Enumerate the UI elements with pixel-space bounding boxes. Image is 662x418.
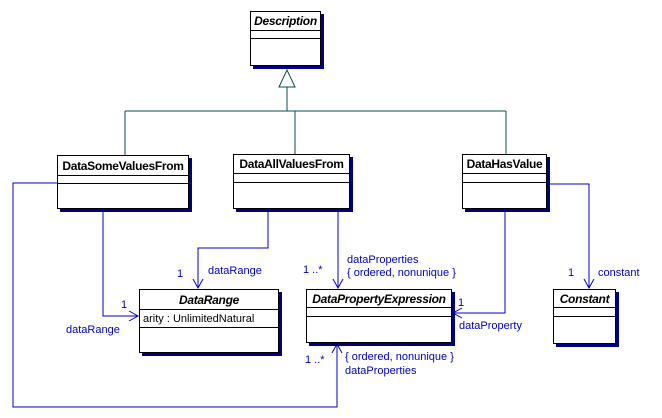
operations-compartment: [58, 184, 188, 208]
class-name: DataRange: [140, 290, 278, 310]
operations-compartment: [140, 328, 278, 352]
open-arrowhead-icon: [451, 307, 463, 319]
multiplicity-label: 1: [458, 297, 465, 309]
open-arrowhead-icon: [332, 278, 344, 290]
class-description: Description: [250, 11, 321, 66]
multiplicity-label: 1 ..*: [305, 354, 325, 366]
class-dataRange: DataRange arity : UnlimitedNatural: [139, 289, 279, 353]
class-dataSomeValuesFrom: DataSomeValuesFrom: [57, 155, 189, 209]
operations-compartment: [251, 39, 320, 65]
multiplicity-label: 1: [568, 267, 575, 279]
role-label: dataProperties: [345, 365, 417, 377]
association-dataHasValue-dataPropertyExpression: [451, 209, 506, 319]
open-arrowhead-icon: [583, 278, 595, 290]
constraint-label: { ordered, nonunique }: [347, 267, 456, 279]
class-name: Constant: [554, 290, 615, 308]
class-constant: Constant: [553, 289, 616, 344]
class-name: DataPropertyExpression: [307, 290, 451, 308]
association-dataSomeValuesFrom-dataPropertyExpression: [12, 182, 343, 408]
operations-compartment: [554, 317, 615, 343]
multiplicity-label: 1: [177, 268, 184, 280]
association-dataAllValuesFrom-dataRange: [192, 209, 269, 290]
attributes-compartment: [234, 174, 349, 183]
operations-compartment: [307, 317, 451, 342]
class-name: Description: [251, 12, 320, 31]
association-dataSomeValuesFrom-dataRange: [102, 209, 140, 322]
role-label: dataRange: [208, 265, 262, 277]
role-label: constant: [598, 267, 640, 279]
open-arrowhead-icon: [192, 278, 204, 290]
role-label: dataProperty: [459, 320, 522, 332]
class-dataPropertyExpression: DataPropertyExpression: [306, 289, 452, 343]
attributes-compartment: [554, 308, 615, 317]
attributes-compartment: [251, 31, 320, 39]
constraint-label: { ordered, nonunique }: [345, 351, 454, 363]
multiplicity-label: 1: [121, 299, 128, 311]
attributes-compartment: [307, 308, 451, 317]
generalization-triangle-icon: [278, 68, 296, 88]
class-name: DataSomeValuesFrom: [58, 156, 188, 176]
multiplicity-label: 1 ..*: [303, 264, 323, 276]
class-name: DataAllValuesFrom: [234, 155, 349, 174]
open-arrowhead-icon: [128, 310, 140, 322]
role-label: dataRange: [66, 324, 120, 336]
attributes-compartment: arity : UnlimitedNatural: [140, 310, 278, 328]
attributes-compartment: [58, 176, 188, 184]
open-arrowhead-icon: [331, 342, 343, 354]
generalization-tree: [124, 68, 507, 155]
operations-compartment: [463, 183, 546, 208]
role-label: dataProperties: [347, 254, 419, 266]
class-dataHasValue: DataHasValue: [462, 154, 547, 209]
attribute-arity: arity : UnlimitedNatural: [143, 312, 255, 325]
association-dataHasValue-constant: [547, 183, 595, 290]
class-dataAllValuesFrom: DataAllValuesFrom: [233, 154, 350, 209]
operations-compartment: [234, 183, 349, 208]
association-dataAllValuesFrom-dataPropertyExpression: [332, 209, 344, 290]
attributes-compartment: [463, 174, 546, 183]
class-name: DataHasValue: [463, 155, 546, 174]
